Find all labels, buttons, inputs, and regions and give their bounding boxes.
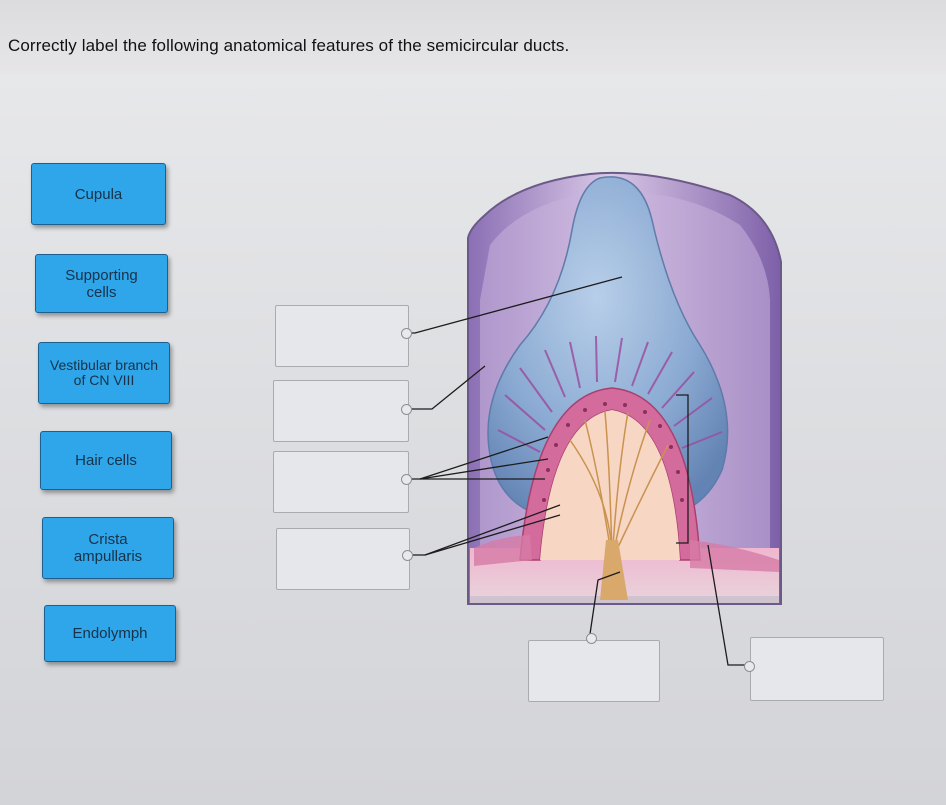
drop-target-5[interactable] bbox=[528, 640, 660, 702]
connector-handle bbox=[744, 661, 755, 672]
label-text: Endolymph bbox=[72, 625, 148, 642]
connector-handle bbox=[402, 550, 413, 561]
hair-bundles bbox=[497, 335, 723, 453]
label-text: Supporting cells bbox=[65, 266, 138, 301]
label-text: Cupula bbox=[74, 185, 123, 203]
epithelium-dots bbox=[542, 402, 684, 502]
question-prompt: Correctly label the following anatomical… bbox=[8, 36, 570, 55]
connector-handle bbox=[586, 633, 597, 644]
header-band bbox=[0, 0, 946, 75]
label-tile-endolymph[interactable]: Endolymph bbox=[44, 605, 176, 662]
epithelium-band-left bbox=[474, 535, 532, 566]
drop-target-4[interactable] bbox=[276, 528, 410, 590]
connector-handle bbox=[401, 404, 412, 415]
drop-target-3[interactable] bbox=[273, 451, 409, 513]
label-tile-hair-cells[interactable]: Hair cells bbox=[40, 431, 172, 490]
label-text: Hair cells bbox=[75, 452, 137, 469]
nerve-trunk bbox=[600, 540, 628, 600]
label-tile-vestibular-branch[interactable]: Vestibular branch of CN VIII bbox=[38, 342, 170, 404]
label-text: Vestibular branch of CN VIII bbox=[49, 357, 159, 388]
label-tile-cupula[interactable]: Cupula bbox=[31, 163, 166, 225]
label-tile-supporting-cells[interactable]: Supporting cells bbox=[35, 254, 168, 313]
connector-handle bbox=[401, 328, 412, 339]
epithelium-band-right bbox=[690, 540, 779, 572]
label-tile-crista-ampullaris[interactable]: Crista ampullaris bbox=[42, 517, 174, 579]
label-text: Crista ampullaris bbox=[73, 531, 143, 565]
drop-target-6[interactable] bbox=[750, 637, 884, 701]
drop-target-1[interactable] bbox=[275, 305, 409, 367]
connector-handle bbox=[401, 474, 412, 485]
drop-target-2[interactable] bbox=[273, 380, 409, 442]
